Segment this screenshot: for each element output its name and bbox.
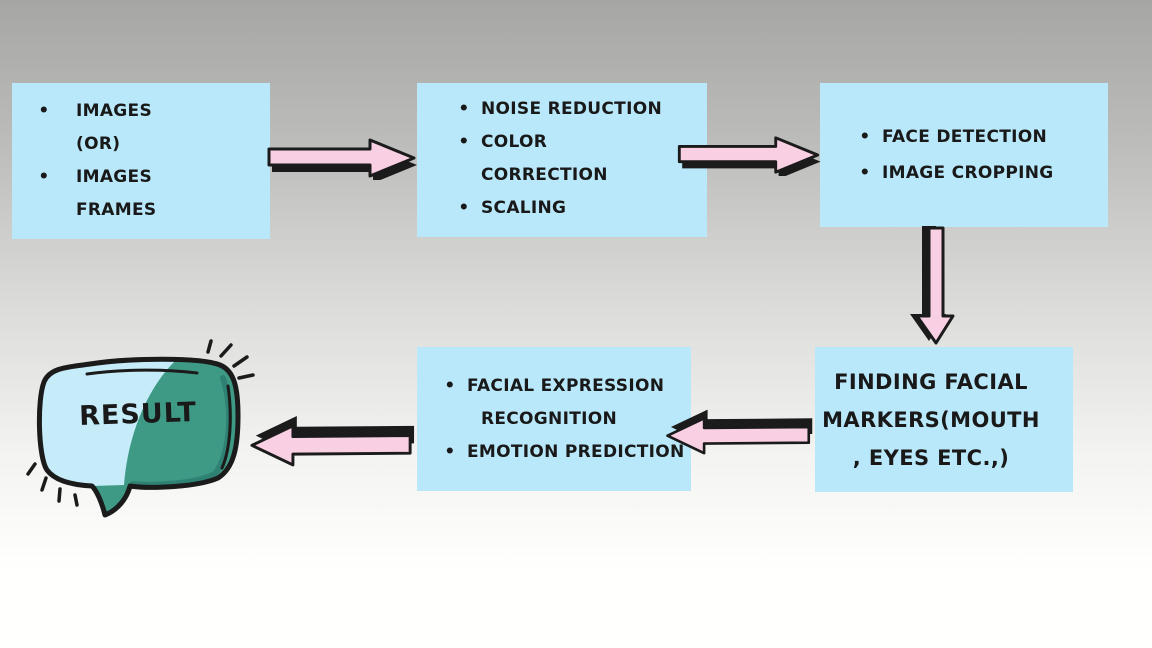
- speech-bubble-outline: [36, 356, 241, 518]
- box-line: CORRECTION: [447, 159, 707, 192]
- box-line: • COLOR: [447, 126, 707, 159]
- speech-bubble-highlight: [39, 360, 175, 486]
- box-line-text: MARKERS(MOUTH: [822, 407, 1040, 432]
- box-line-text: CORRECTION: [481, 165, 608, 185]
- result-speech-bubble: [26, 339, 255, 518]
- flow-box-face-detection: • FACE DETECTION • IMAGE CROPPING: [820, 83, 1108, 227]
- box-line: • IMAGE CROPPING: [848, 155, 1108, 191]
- box-line-text: , EYES ETC.,): [852, 445, 1010, 470]
- box-line-text: FINDING FACIAL: [834, 369, 1028, 394]
- box-line: • EMOTION PREDICTION: [433, 436, 691, 469]
- arrow-left-markers-to-recognition-icon: [666, 409, 813, 455]
- bullet-icon: •: [859, 127, 871, 147]
- bullet-icon: •: [458, 132, 470, 152]
- box-line-text: COLOR: [481, 132, 548, 152]
- box-line-text: SCALING: [481, 198, 567, 218]
- box-line: • SCALING: [447, 192, 707, 225]
- flow-box-facial-markers: FINDING FACIAL MARKERS(MOUTH , EYES ETC.,): [815, 347, 1073, 492]
- bullet-icon: •: [38, 167, 50, 187]
- box-line-text: FRAMES: [76, 200, 157, 220]
- box-line-text: IMAGE CROPPING: [882, 163, 1054, 183]
- box-line: , EYES ETC.,): [815, 439, 1073, 477]
- bullet-icon: •: [444, 441, 456, 462]
- bullet-icon: •: [458, 99, 470, 119]
- box-line-text: IMAGES: [76, 101, 153, 121]
- flow-box-images: • IMAGES (OR) • IMAGES FRAMES: [12, 83, 270, 239]
- box-line-text: FACE DETECTION: [882, 127, 1048, 147]
- flow-box-preprocessing: • NOISE REDUCTION • COLOR CORRECTION • SCALING: [417, 83, 707, 237]
- box-line: (OR): [12, 128, 270, 161]
- box-line: FINDING FACIAL: [815, 363, 1073, 401]
- box-line: • NOISE REDUCTION: [447, 93, 707, 126]
- box-line: • FACE DETECTION: [848, 119, 1108, 155]
- arrow-left-recognition-to-result-icon: [250, 416, 415, 467]
- arrow-right-input-to-preprocess-icon: [267, 138, 417, 180]
- box-line: • IMAGES: [12, 95, 270, 128]
- box-line-text: (OR): [76, 134, 121, 154]
- flow-box-expression-recognition: • FACIAL EXPRESSION RECOGNITION • EMOTION PR…: [417, 347, 691, 491]
- bullet-icon: •: [444, 375, 456, 396]
- arrow-right-preprocess-to-detect-icon: [677, 136, 821, 176]
- box-line: • IMAGES: [12, 161, 270, 194]
- box-line-text: RECOGNITION: [480, 408, 618, 429]
- box-line-text: FACIAL EXPRESSION: [467, 375, 665, 396]
- result-label: RESULT: [78, 396, 198, 433]
- box-line-text: IMAGES: [76, 167, 153, 187]
- box-line-text: NOISE REDUCTION: [481, 99, 662, 119]
- sparkle-marks: [26, 339, 255, 507]
- box-line-text: EMOTION PREDICTION: [467, 441, 685, 462]
- box-line: • FACIAL EXPRESSION: [433, 370, 691, 403]
- box-line: RECOGNITION: [433, 403, 691, 436]
- box-line: MARKERS(MOUTH: [815, 401, 1073, 439]
- bullet-icon: •: [458, 198, 470, 218]
- arrow-down-detect-to-markers-icon: [910, 226, 955, 345]
- speech-bubble-inner-accent: [85, 368, 232, 470]
- bullet-icon: •: [38, 101, 50, 121]
- bullet-icon: •: [859, 163, 871, 183]
- box-line: FRAMES: [12, 194, 270, 227]
